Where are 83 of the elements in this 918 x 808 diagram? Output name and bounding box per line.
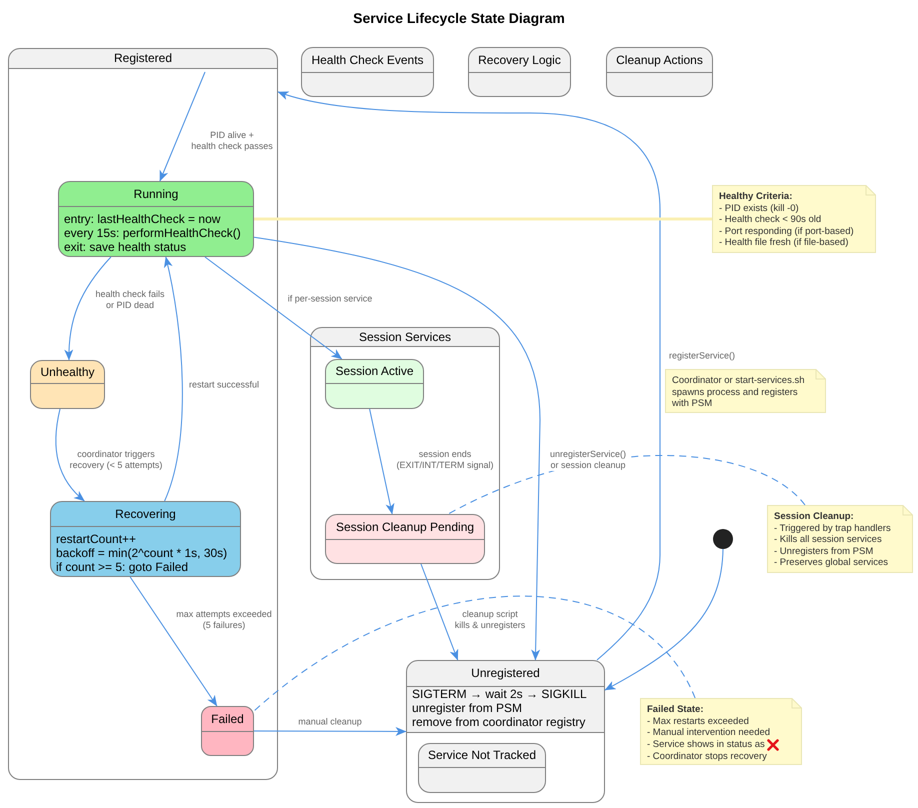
note-text: - PID exists (kill -0) [719,202,799,214]
state-name: Unregistered [471,665,540,682]
note-text: - Triggered by trap handlers [774,522,891,534]
state-action: entry: lastHealthCheck = now [64,212,220,226]
state-box [301,47,434,97]
transition-arrow [130,576,218,706]
initial-state-dot [713,529,733,549]
transition-arrow [164,256,183,502]
connector-line [254,218,712,220]
note-box [640,698,802,765]
note-heading: Session Cleanup: [774,511,854,522]
composite-state-box [8,48,278,780]
state-name: Session Active [335,363,414,380]
transition-arrow [64,256,112,360]
note-box [767,505,913,573]
state-box [606,47,713,97]
diagram-title: Service Lifecycle State Diagram [353,9,565,27]
composite-state-box [406,660,605,803]
state-box [468,47,571,97]
state-name: Recovery Logic [478,52,561,69]
state-name: Recovering [115,506,176,523]
state-action: if count >= 5: goto Failed [56,560,188,574]
transition-arrow [278,90,660,660]
edge-label: restart successful [188,380,260,390]
note-text: - Max restarts exceeded [647,716,749,727]
note-text: - Coordinator stops recovery [647,750,767,762]
state-name: Session Cleanup Pending [336,519,474,536]
transition-arrow [254,726,406,736]
state-name: Running [134,186,178,203]
state-name: Failed [211,711,244,728]
note-text: - Port responding (if port-based) [719,226,854,237]
dashed-connector [448,455,806,514]
state-action: backoff = min(2^count * 1s, 30s) [56,546,228,560]
state-name: Service Not Tracked [428,747,536,764]
edge-label: manual cleanup [297,716,363,728]
note-text: - Preserves global services [774,557,888,568]
note-text: - Kills all session services [774,534,882,546]
note-heading: Failed State: [647,704,704,716]
edge-label: registerService() [668,350,736,362]
transition-arrow [369,408,394,514]
state-box [325,359,424,409]
note-heading: Healthy Criteria: [719,191,792,202]
edge-label: session ends (EXIT/INT/TERM signal) [396,449,494,471]
state-box [201,706,254,756]
state-name: Session Services [358,329,452,346]
note-text: Coordinator or start-services.sh spawns process and registers with PSM [672,375,805,410]
note-text: - Unregisters from PSM [774,546,874,557]
composite-state-box [310,327,500,580]
state-box [418,743,546,793]
state-box [325,514,485,564]
state-name: Unhealthy [40,364,95,381]
edge-label: health check fails or PID dead [94,289,166,311]
state-name: Health Check Events [311,52,424,69]
transition-arrow [254,236,540,660]
state-action: remove from coordinator registry [412,715,586,729]
edge-label: PID alive + health check passes [190,130,274,152]
dashed-connector [254,596,696,712]
transition-arrow [604,548,724,690]
note-box [665,369,826,413]
state-name: Cleanup Actions [616,52,703,69]
transition-arrow [55,408,85,502]
state-action: unregister from PSM [412,701,522,715]
note-text: - Service shows in status as [647,738,765,750]
state-name: Registered [114,50,172,67]
edge-label: if per-session service [286,294,374,304]
note-text: - Health file fresh (if file-based) [719,237,848,248]
transition-arrow [204,256,342,360]
state-box [58,181,254,257]
state-action: every 15s: performHealthCheck() [64,226,241,240]
note-text: - Manual intervention needed [647,727,770,738]
note-text: - Health check < 90s old [719,214,822,226]
note-box [712,185,876,253]
state-box [30,360,105,409]
transition-arrow [420,564,458,660]
state-action: exit: save health status [64,240,186,254]
edge-label: cleanup script kills & unregisters [454,609,526,631]
state-box [50,501,241,577]
edge-label: coordinator triggers recovery (< 5 attempts) [68,449,164,471]
state-action: restartCount++ [56,532,136,546]
edge-label: unregisterService() or session cleanup [548,449,628,471]
edge-label: max attempts exceeded (5 failures) [175,609,273,631]
state-action: SIGTERM → wait 2s → SIGKILL [412,687,587,701]
transition-arrow [159,72,206,182]
